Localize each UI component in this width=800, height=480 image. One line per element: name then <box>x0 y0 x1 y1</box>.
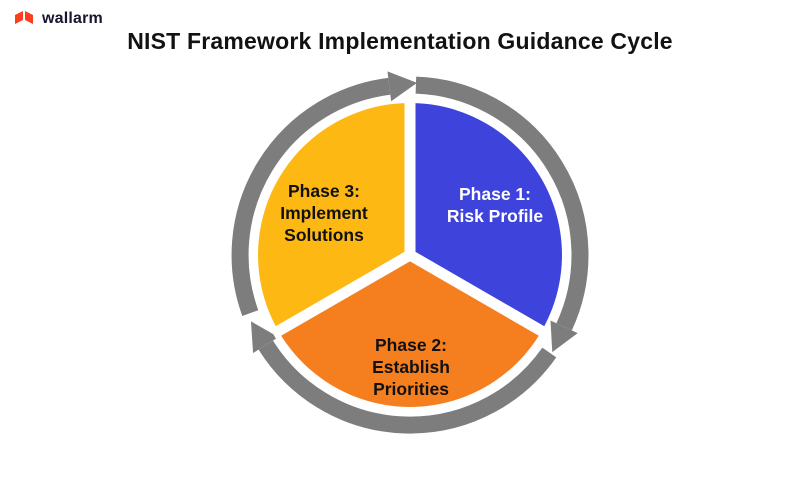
phase-2-label-line-2: Establish <box>372 357 450 377</box>
phase-2-label: Phase 2: Establish Priorities <box>372 334 450 400</box>
wallarm-logo: wallarm <box>14 10 103 28</box>
separator-bottom-left <box>270 250 413 339</box>
separator-bottom-right <box>407 250 550 339</box>
phase-3-label: Phase 3: Implement Solutions <box>280 180 368 246</box>
logo-flag-right <box>25 11 33 24</box>
phase-3-label-line-3: Solutions <box>284 225 364 245</box>
wallarm-logo-text: wallarm <box>42 10 103 27</box>
phase-2-label-line-1: Phase 2: <box>375 335 447 355</box>
phase-1-label: Phase 1: Risk Profile <box>447 183 543 227</box>
cycle-arrow-ring <box>231 71 589 434</box>
phase-3-label-line-2: Implement <box>280 203 368 223</box>
page-title: NIST Framework Implementation Guidance C… <box>127 28 673 54</box>
slice-separators <box>270 99 550 339</box>
cycle-diagram-svg <box>231 71 589 434</box>
wallarm-logo-icon <box>15 11 33 24</box>
cycle-diagram: Phase 1: Risk Profile Phase 2: Establish… <box>190 55 630 475</box>
phase-2-slice <box>278 255 542 407</box>
phase-2-label-line-3: Priorities <box>373 379 449 399</box>
phase-3-label-line-1: Phase 3: <box>288 181 360 201</box>
arrowhead-bottom-left-icon <box>250 321 279 354</box>
arrow-arc-right <box>415 76 589 331</box>
logo-flag-left <box>15 11 23 24</box>
arrow-arc-bottom <box>258 340 557 434</box>
arrow-arc-top-left <box>231 77 391 316</box>
phase-1-label-line-1: Phase 1: <box>459 184 531 204</box>
phase-1-label-line-2: Risk Profile <box>446 206 544 226</box>
arrowhead-bottom-right-icon <box>550 320 578 353</box>
arrowhead-top-icon <box>387 71 418 102</box>
